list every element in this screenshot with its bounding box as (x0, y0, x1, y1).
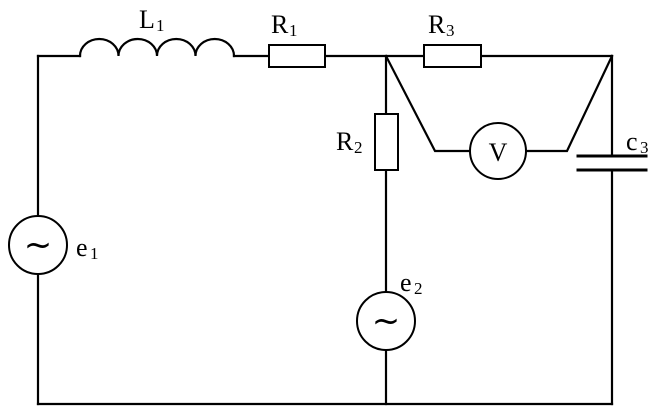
ac-source-e1: ~ (8, 215, 68, 275)
resistor-r1 (268, 44, 326, 68)
label-l1: L 1 (139, 5, 165, 35)
label-c3: c 3 (626, 127, 649, 157)
label-r3-letter: R (428, 10, 446, 39)
label-r1-letter: R (271, 10, 289, 39)
resistor-r3 (423, 44, 482, 68)
label-r3-subscript: 3 (446, 21, 455, 40)
wire-voltmeter-left (384, 54, 472, 153)
label-c3-subscript: 3 (640, 138, 649, 157)
capacitor-c3 (576, 154, 648, 172)
voltmeter: V (469, 122, 527, 180)
label-r3: R 3 (428, 10, 455, 40)
wire-voltmeter-right (525, 54, 614, 153)
label-r2-subscript: 2 (354, 138, 363, 157)
label-e2-letter: e (400, 268, 412, 297)
wires (36, 54, 614, 406)
label-e2: e 2 (400, 268, 423, 298)
voltmeter-symbol: V (489, 138, 508, 167)
label-r1: R 1 (271, 10, 298, 40)
label-c3-letter: c (626, 127, 638, 156)
label-e1-letter: e (76, 233, 88, 262)
label-r2-letter: R (336, 127, 354, 156)
label-e2-subscript: 2 (414, 279, 423, 298)
ac-symbol-e1: ~ (24, 225, 53, 265)
label-r2: R 2 (336, 127, 363, 157)
label-l1-letter: L (139, 5, 155, 34)
resistor-r2 (374, 113, 399, 171)
label-l1-subscript: 1 (156, 16, 165, 35)
label-r1-subscript: 1 (289, 21, 298, 40)
inductor-l1 (78, 37, 236, 58)
ac-source-e2: ~ (356, 291, 416, 351)
label-e1-subscript: 1 (90, 244, 99, 263)
label-e1: e 1 (76, 233, 99, 263)
ac-symbol-e2: ~ (372, 301, 401, 341)
